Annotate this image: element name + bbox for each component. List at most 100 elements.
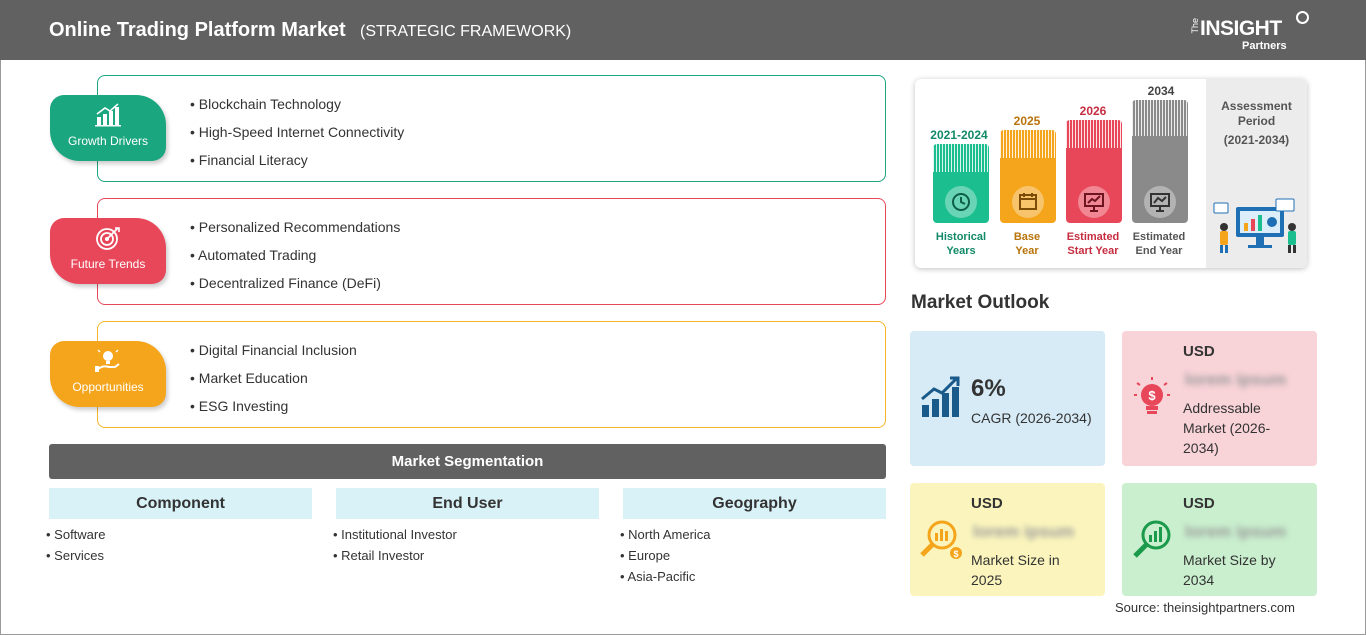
list-item: • Institutional Investor <box>333 527 457 542</box>
growth-chart-icon <box>95 103 121 127</box>
label-line: Addressable <box>1183 400 1261 416</box>
magnifier-chart-icon: $ <box>920 520 962 559</box>
label-line: 2034 <box>1183 572 1215 588</box>
assessment-period-text: Assessment Period (2021-2034) <box>1206 99 1307 148</box>
label-line: (2021-2034) <box>1223 133 1290 147</box>
segment-heading-end-user: End User <box>336 488 599 519</box>
page-subtitle: (STRATEGIC FRAMEWORK) <box>360 23 572 40</box>
header-bar: Online Trading Platform Market (STRATEGI… <box>0 0 1366 60</box>
growth-drivers-label: Growth Drivers <box>67 134 148 148</box>
list-item: • Blockchain Technology <box>190 96 341 112</box>
label-line: Market (2026- <box>1183 420 1271 436</box>
market-size-2025-card: USD lorem ipsum $ Market Size in 2025 <box>910 483 1105 596</box>
target-icon <box>96 227 120 250</box>
bar-stripes <box>1000 130 1056 158</box>
addressable-market-card: USD lorem ipsum $ Addressable Market (20… <box>1122 331 1317 466</box>
page-title: Online Trading Platform Market <box>49 19 346 41</box>
market-size-2034-card: USD lorem ipsum Market Size by 2034 <box>1122 483 1317 596</box>
segment-list-end-user: • Institutional Investor • Retail Invest… <box>333 524 457 566</box>
label-line: Start Year <box>1067 245 1119 257</box>
label-line: Year <box>1015 245 1039 257</box>
list-item: • North America <box>620 527 711 542</box>
list-item: • Automated Trading <box>190 247 317 263</box>
logo-ring-icon <box>1296 11 1309 24</box>
assessment-period-panel: Assessment Period (2021-2034) <box>1206 79 1307 268</box>
segment-heading-geography: Geography <box>623 488 886 519</box>
bar-stripes <box>1066 120 1122 148</box>
growth-drivers-badge: Growth Drivers <box>50 95 166 161</box>
list-item: • Asia-Pacific <box>620 569 696 584</box>
list-item: • Market Education <box>190 370 308 386</box>
logo-partners: Partners <box>1242 40 1287 52</box>
market-size-2034-label: Market Size by 2034 <box>1183 550 1276 590</box>
blurred-value: lorem ipsum <box>1185 370 1287 389</box>
segment-list-geography: • North America • Europe • Asia-Pacific <box>620 524 711 587</box>
timeline-label-base: Base Year <box>994 230 1060 258</box>
list-item: • Europe <box>620 548 671 563</box>
label-line: Estimated <box>1132 231 1186 243</box>
segment-list-component: • Software • Services <box>46 524 105 566</box>
list-item: • Financial Literacy <box>190 152 308 168</box>
future-trends-box: • Personalized Recommendations • Automat… <box>97 198 886 305</box>
timeline-year-start: 2026 <box>1079 104 1107 118</box>
addressable-label: Addressable Market (2026- 2034) <box>1183 398 1270 458</box>
timeline-bar-base <box>1000 130 1056 223</box>
analyst-illustration-icon <box>1213 198 1296 253</box>
magnifier-growth-icon <box>1133 520 1171 558</box>
svg-text:$: $ <box>953 549 958 559</box>
opportunities-badge: Opportunities <box>50 341 166 407</box>
future-trends-badge: Future Trends <box>50 218 166 284</box>
label-line: 2034) <box>1183 440 1219 456</box>
segment-heading-component: Component <box>49 488 312 519</box>
label-line: Estimated <box>1066 231 1120 243</box>
chart-board-icon <box>1078 186 1110 218</box>
calendar-icon <box>1012 186 1044 218</box>
presentation-icon <box>1144 186 1176 218</box>
list-item: • Decentralized Finance (DeFi) <box>190 275 381 291</box>
timeline-year-end: 2034 <box>1147 84 1175 98</box>
blurred-value: lorem ipsum <box>1185 522 1287 541</box>
list-item: • Retail Investor <box>333 548 425 563</box>
label-line: Historical <box>935 231 987 243</box>
logo-insight: INSIGHT <box>1200 17 1282 40</box>
timeline-year-base: 2025 <box>1013 114 1041 128</box>
currency-label: USD <box>1183 343 1215 360</box>
label-line: End Year <box>1135 245 1183 257</box>
bar-stripes <box>933 144 989 172</box>
history-icon <box>945 186 977 218</box>
timeline-card: 2021-2024 Historical Years 2025 Base Yea… <box>915 79 1307 268</box>
growth-drivers-list: • Blockchain Technology • High-Speed Int… <box>190 95 404 179</box>
timeline-year-historical: 2021-2024 <box>930 128 988 142</box>
market-outlook-title: Market Outlook <box>911 292 1050 313</box>
segmentation-title: Market Segmentation <box>49 444 886 479</box>
market-size-2025-label: Market Size in 2025 <box>971 550 1060 590</box>
opportunities-list: • Digital Financial Inclusion • Market E… <box>190 341 357 425</box>
timeline-bar-historical <box>933 144 989 223</box>
label-line: Years <box>946 245 976 257</box>
timeline-label-start: Estimated Start Year <box>1060 230 1126 258</box>
growth-drivers-box: • Blockchain Technology • High-Speed Int… <box>97 75 886 182</box>
currency-label: USD <box>971 495 1003 512</box>
list-item: • Software <box>46 527 106 542</box>
label-line: Base <box>1013 231 1041 243</box>
list-item: • Personalized Recommendations <box>190 219 401 235</box>
label-line: Period <box>1237 114 1276 128</box>
insight-partners-logo: The INSIGHT Partners <box>1190 10 1310 54</box>
cagr-value: 6% <box>971 375 1006 402</box>
currency-label: USD <box>1183 495 1215 512</box>
list-item: • High-Speed Internet Connectivity <box>190 124 405 140</box>
source-citation: Source: theinsightpartners.com <box>1115 600 1295 615</box>
opportunities-box: • Digital Financial Inclusion • Market E… <box>97 321 886 428</box>
timeline-bar-start <box>1066 120 1122 223</box>
dollar-bulb-icon: $ <box>1134 377 1170 414</box>
timeline-label-end: Estimated End Year <box>1126 230 1192 258</box>
bar-stripes <box>1132 100 1188 136</box>
label-line: 2025 <box>971 572 1003 588</box>
timeline-label-historical: Historical Years <box>928 230 994 258</box>
cagr-card: 6% CAGR (2026-2034) <box>910 331 1105 466</box>
label-line: Market Size in <box>971 552 1060 568</box>
future-trends-list: • Personalized Recommendations • Automat… <box>190 218 400 302</box>
label-line: Market Size by <box>1183 552 1276 568</box>
logo-the: The <box>1190 18 1200 34</box>
cagr-label: CAGR (2026-2034) <box>971 410 1092 426</box>
